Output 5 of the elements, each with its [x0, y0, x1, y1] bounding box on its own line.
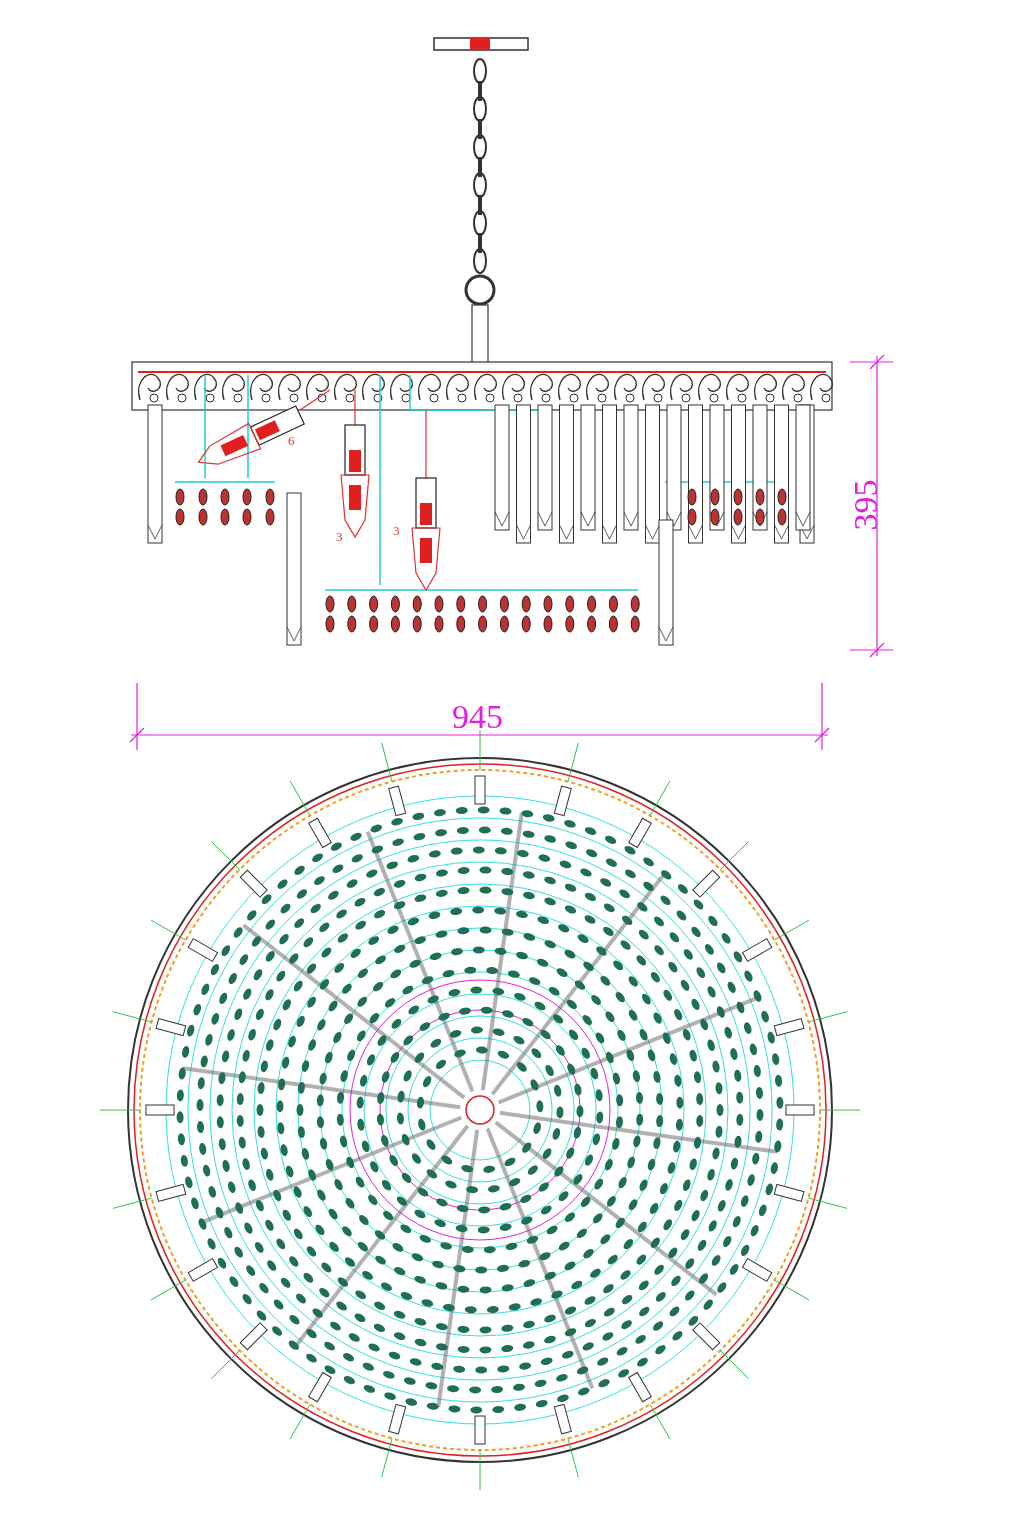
dimension-value: 945 — [452, 700, 503, 734]
callout-number: 3 — [336, 530, 343, 543]
dimension-value: 395 — [848, 479, 883, 531]
callout-number: 3 — [393, 524, 400, 537]
callout-number: 6 — [288, 434, 295, 447]
